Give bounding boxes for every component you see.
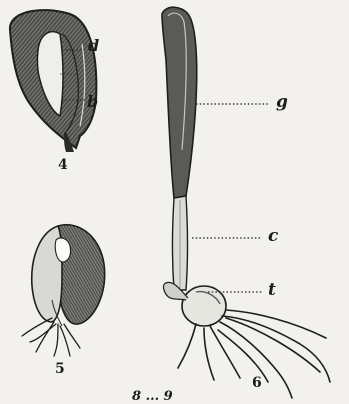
label-c: c	[268, 228, 278, 245]
label-b: b	[87, 94, 98, 110]
figure-6-seedling	[162, 7, 330, 398]
figure-number-5: 5	[55, 362, 65, 376]
figure-number-6: 6	[252, 376, 262, 390]
figure-4-seed-section	[10, 10, 96, 152]
label-t: t	[268, 282, 276, 299]
label-leaders	[192, 104, 268, 292]
figure-number-4: 4	[58, 158, 68, 172]
footer-text: 8 ... 9	[132, 390, 173, 403]
label-g: g	[276, 94, 288, 111]
figure-5-germinating-seed	[22, 225, 105, 356]
label-d: d	[88, 38, 99, 54]
